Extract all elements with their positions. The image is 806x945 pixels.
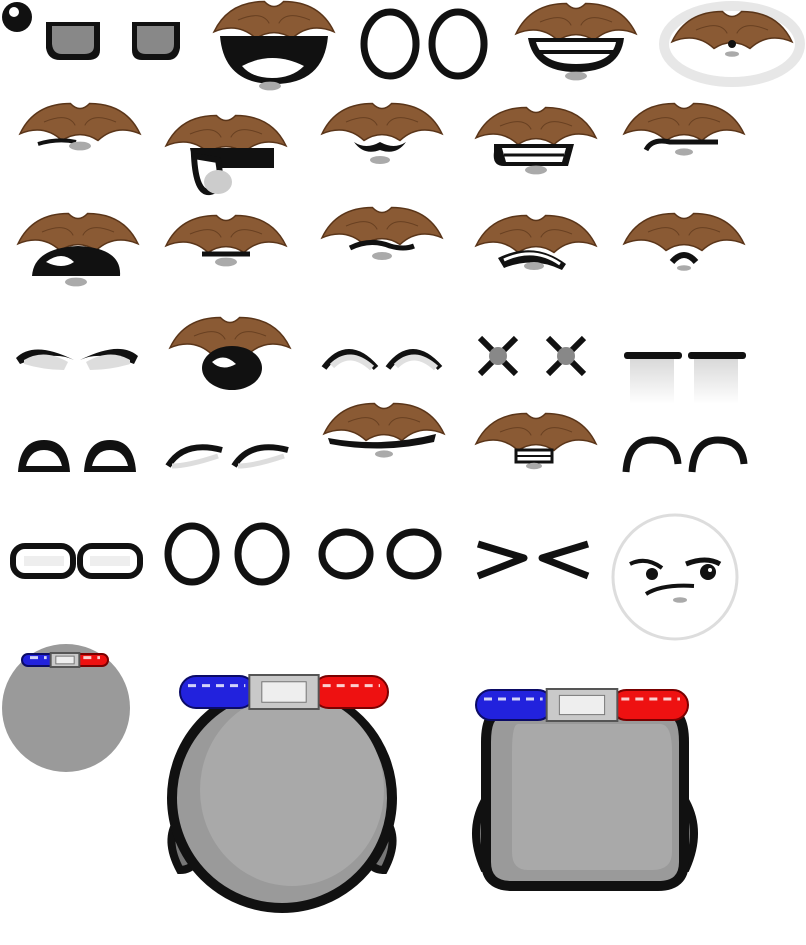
eyes-raised-arches-sprite: [321, 338, 443, 374]
mouth-mustache-curly-lips-graphic: [320, 102, 444, 164]
head-police-round-graphic: [167, 674, 397, 913]
eyes-drooping-tired-sprite: [622, 436, 748, 476]
head-police-square-graphic: [472, 688, 698, 891]
mouth-mustache-gritted-teeth-graphic: [474, 106, 598, 175]
eyes-squeezed-chevrons-sprite: [474, 536, 594, 582]
mouth-mustache-long-grimace-sprite: [322, 402, 446, 464]
face-preview-suspicious-graphic: [611, 513, 739, 641]
pupil-dot-graphic: [2, 2, 32, 32]
mouth-mustache-wide-open-sprite: [16, 210, 140, 287]
eyes-flat-lines-fade-graphic: [624, 352, 746, 404]
face-mustache-open-grin-sprite: [212, 0, 336, 91]
eye-lids-grey-graphic: [46, 22, 180, 60]
eye-lids-grey-sprite: [44, 20, 184, 64]
mouth-mustache-tongue-out-graphic: [164, 114, 288, 196]
eyes-squeezed-chevrons-graphic: [476, 540, 590, 580]
pupil-dot-sprite: [0, 0, 36, 36]
mouth-mustache-flat-line-graphic: [164, 214, 288, 267]
eyes-round-wide-sprite: [358, 4, 492, 80]
mouth-mustache-shouting-graphic: [168, 316, 292, 390]
eyes-wide-circles-2-sprite: [318, 528, 444, 580]
eyes-squinted-rectangles-sprite: [10, 542, 144, 580]
mouth-mustache-sly-line-graphic: [622, 102, 746, 156]
eyes-wide-circles-2-graphic: [318, 528, 442, 580]
face-mustache-teeth-smile-sprite: [514, 2, 638, 90]
eyes-narrowed-sleepy-graphic: [165, 444, 289, 469]
eyes-angry-brows-sprite: [14, 336, 140, 376]
mouth-mustache-flat-line-sprite: [164, 212, 288, 268]
head-police-small-preview-sprite: [0, 642, 134, 774]
eyes-half-closed-happy-graphic: [18, 440, 136, 472]
mouth-mustache-wavy-line-sprite: [320, 206, 444, 262]
eyes-tall-ovals-graphic: [164, 522, 290, 586]
eyes-drooping-tired-graphic: [622, 436, 748, 473]
mouth-mustache-long-grimace-graphic: [322, 402, 446, 458]
eyes-angry-brows-graphic: [16, 348, 138, 370]
mouth-mustache-clenched-small-sprite: [474, 412, 598, 470]
face-mustache-open-grin-graphic: [212, 0, 336, 91]
mouth-mustache-shouting-sprite: [168, 316, 292, 390]
mouth-mustache-smirk-line-graphic: [18, 102, 142, 151]
eyes-tall-ovals-sprite: [162, 518, 296, 586]
mouth-mustache-gritted-teeth-sprite: [474, 106, 598, 175]
mouth-mustache-angry-teeth-sprite: [474, 214, 598, 274]
head-police-round-sprite: [160, 670, 404, 916]
mouth-mustache-wide-open-graphic: [16, 212, 140, 287]
mouth-mustache-angry-teeth-graphic: [474, 214, 598, 270]
head-police-square-sprite: [462, 682, 708, 892]
eyes-x-dead-sprite: [476, 334, 594, 378]
mouth-mustache-curly-lips-sprite: [320, 102, 444, 164]
mouth-mustache-tongue-out-sprite: [164, 114, 288, 196]
eyes-flat-lines-fade-sprite: [622, 346, 748, 408]
mouth-mustache-frown-graphic: [622, 212, 746, 271]
mouth-mustache-wavy-line-graphic: [320, 206, 444, 260]
mouth-mustache-sly-line-sprite: [622, 102, 746, 160]
eyes-half-closed-happy-sprite: [14, 436, 140, 476]
face-preview-suspicious-sprite: [610, 512, 740, 642]
head-police-small-preview-graphic: [2, 644, 130, 772]
eyes-narrowed-sleepy-sprite: [164, 436, 292, 476]
eyes-round-wide-graphic: [360, 8, 488, 80]
mouth-mustache-clenched-small-graphic: [474, 412, 598, 470]
face-mustache-teeth-smile-graphic: [514, 2, 638, 81]
face-mustache-on-pale-circle-graphic: [659, 1, 805, 87]
mouth-mustache-frown-sprite: [622, 212, 746, 272]
mouth-mustache-smirk-line-sprite: [18, 102, 142, 154]
eyes-x-dead-graphic: [477, 335, 587, 377]
eyes-squinted-rectangles-graphic: [10, 543, 143, 579]
face-mustache-on-pale-circle-sprite: [659, 1, 805, 87]
eyes-raised-arches-graphic: [321, 349, 443, 371]
